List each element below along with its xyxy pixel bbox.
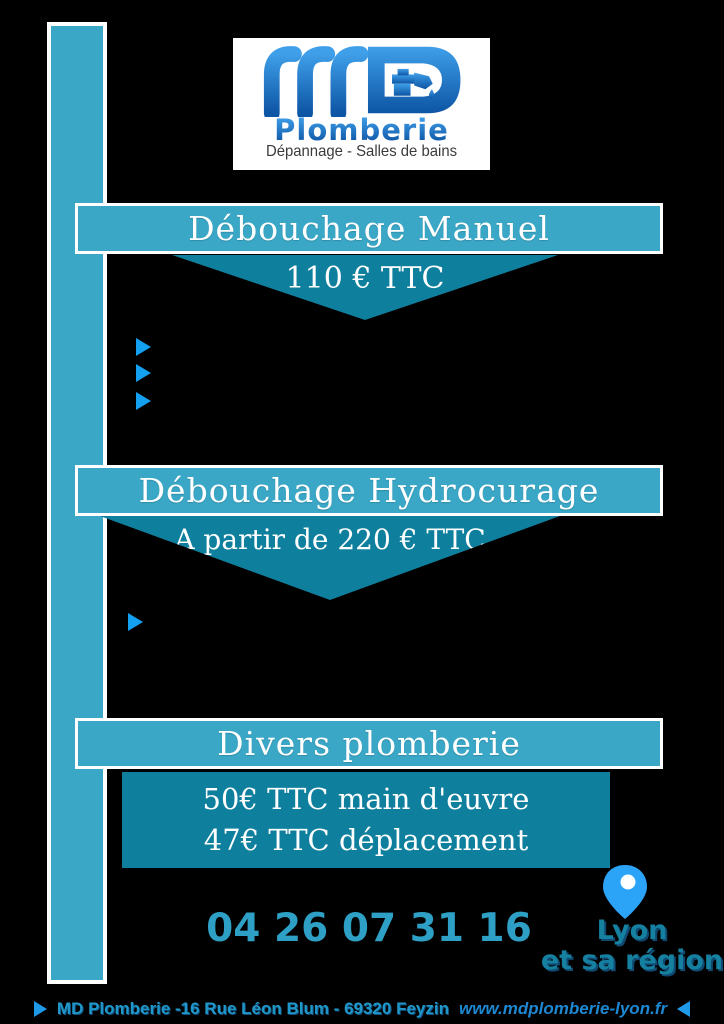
phone-number[interactable]: 04 26 07 31 16	[206, 906, 532, 951]
banner-title: Débouchage Manuel	[188, 209, 550, 248]
md-monogram-icon	[263, 46, 461, 117]
banner-title: Débouchage Hydrocurage	[138, 471, 600, 510]
footer-arrow-left-icon	[677, 1001, 691, 1017]
footer-website[interactable]: www.mdplomberie-lyon.fr	[458, 999, 668, 1018]
service-area-line1: Lyon	[596, 915, 668, 946]
service-area: Lyon et sa région	[540, 916, 724, 976]
logo-name: Plomberie	[233, 116, 490, 145]
service-area-line2: et sa région	[540, 945, 724, 976]
footer-address: MD Plomberie -16 Rue Léon Blum - 69320 F…	[56, 999, 449, 1018]
banner-debouchage-manuel: Débouchage Manuel	[75, 203, 663, 254]
banner-debouchage-hydrocurage: Débouchage Hydrocurage	[75, 465, 663, 516]
bullet-arrow-icon	[136, 392, 151, 410]
price-line-main-oeuvre: 50€ TTC main d'euvre	[202, 782, 530, 816]
price-text: A partir de 220 € TTC	[174, 523, 486, 556]
logo-tagline: Dépannage - Salles de bains	[265, 143, 458, 160]
faucet-icon	[392, 68, 435, 99]
bullet-arrow-icon	[128, 613, 143, 631]
bullet-arrow-icon	[136, 338, 151, 356]
location-pin-icon	[603, 865, 647, 919]
footer-arrow-right-icon	[33, 1001, 47, 1017]
footer: MD Plomberie -16 Rue Léon Blum - 69320 F…	[0, 999, 724, 1019]
divers-price-box: 50€ TTC main d'euvre 47€ TTC déplacement	[122, 772, 610, 868]
banner-title: Divers plomberie	[217, 724, 521, 763]
price-chevron-hydrocurage: A partir de 220 € TTC	[100, 516, 560, 600]
banner-divers-plomberie: Divers plomberie	[75, 718, 663, 769]
price-text: 110 € TTC	[285, 261, 445, 296]
bullet-arrow-icon	[136, 364, 151, 382]
logo: Plomberie Dépannage - Salles de bains	[233, 38, 490, 170]
price-line-deplacement: 47€ TTC déplacement	[203, 823, 529, 857]
price-chevron-manuel: 110 € TTC	[172, 255, 558, 320]
